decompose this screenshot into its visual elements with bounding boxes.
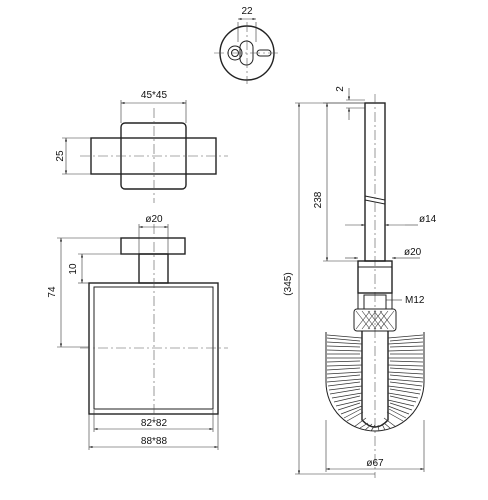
dim-82x82-label: 82*82 (141, 418, 168, 429)
dim-25-label: 25 (55, 150, 66, 162)
dim-238-label: 238 (313, 191, 324, 208)
dim-345-label: (345) (283, 272, 294, 295)
dim-45x45-label: 45*45 (141, 90, 168, 101)
dim-pin-diameter-label: ø20 (145, 214, 163, 225)
thread-m12-label: M12 (405, 295, 425, 306)
dim-handle-diameter-label: ø14 (419, 214, 437, 225)
bracket-plan-view (62, 100, 228, 203)
dim-22-label: 22 (241, 6, 253, 17)
dim-brush-diameter-label: ø67 (366, 458, 384, 469)
toilet-brush-side-view (295, 88, 425, 478)
holder-front-view (57, 224, 228, 450)
dim-2-label: 2 (335, 86, 346, 92)
dim-74-label: 74 (47, 286, 58, 298)
dim-collar-diameter-label: ø20 (404, 247, 422, 258)
dim-88x88-label: 88*88 (141, 436, 168, 447)
dim-10-label: 10 (68, 263, 79, 275)
wall-plate-top-view (214, 17, 280, 84)
